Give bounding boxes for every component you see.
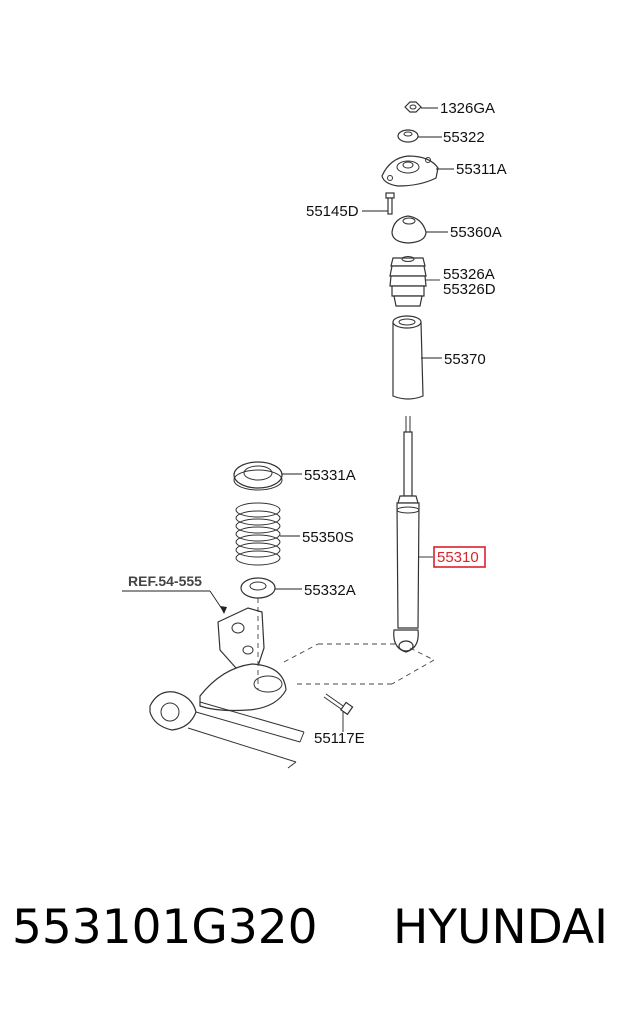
callout-55311A: 55311A	[456, 161, 507, 178]
bolt-part	[362, 192, 395, 215]
shock-absorber-part	[393, 416, 433, 653]
coil-spring-part	[235, 502, 300, 566]
callout-55331A: 55331A	[304, 467, 356, 484]
exploded-parts-diagram: 1326GA 55322 55311A 55145D 55360A	[122, 100, 507, 769]
callout-55310[interactable]: 55310	[437, 549, 479, 566]
footer: 553101G320 HYUNDAI	[0, 900, 620, 980]
callout-55370: 55370	[444, 351, 486, 368]
reference-label: REF.54-555	[128, 573, 202, 589]
mounting-bolt-part	[323, 693, 354, 732]
callout-1326GA: 1326GA	[440, 100, 495, 117]
washer-part	[397, 129, 442, 143]
callout-55117E: 55117E	[314, 730, 365, 747]
nut-part	[404, 101, 438, 113]
spring-seat-upper-part	[391, 215, 448, 244]
brand-name: HYUNDAI	[393, 900, 608, 955]
callout-55326A: 55326A	[443, 266, 495, 283]
dust-cover-part	[392, 315, 442, 400]
bump-stopper-part	[389, 256, 440, 307]
callout-55326D: 55326D	[443, 281, 496, 298]
highlight-box	[433, 546, 486, 568]
strut-mount-part	[381, 155, 454, 187]
part-number: 553101G320	[12, 900, 318, 955]
callout-55360A: 55360A	[450, 224, 502, 241]
rear-axle-beam-part	[149, 607, 305, 769]
callout-55322: 55322	[443, 129, 485, 146]
callout-55350S: 55350S	[302, 529, 354, 546]
lower-spring-pad-part	[240, 577, 302, 599]
upper-spring-pad-part	[233, 461, 302, 491]
callout-55332A: 55332A	[304, 582, 356, 599]
callout-55145D: 55145D	[306, 203, 359, 220]
